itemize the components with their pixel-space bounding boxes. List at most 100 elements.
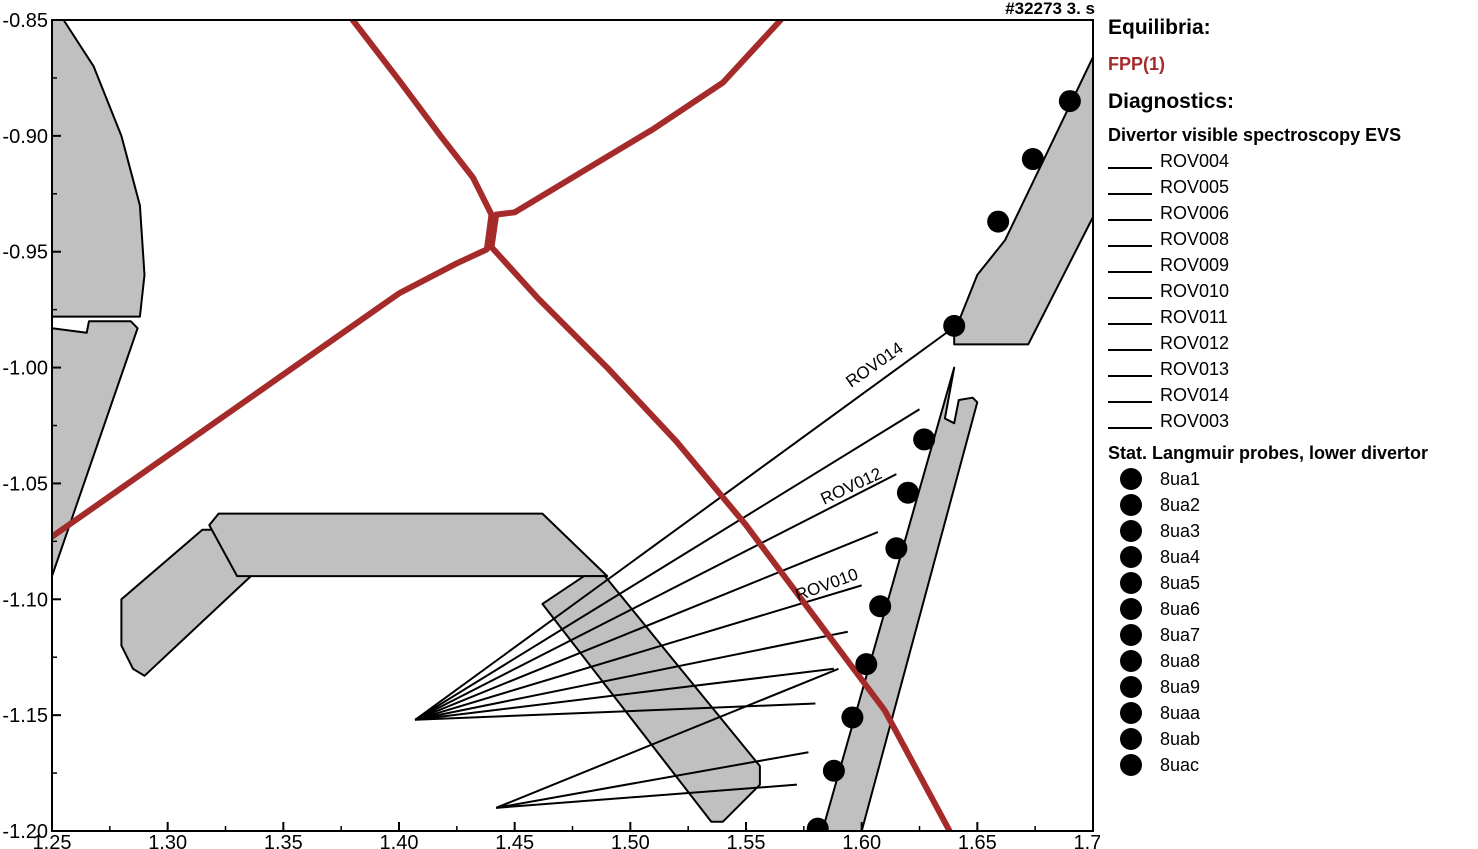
separatrix-upper-right <box>493 20 784 218</box>
los-label-rov014: ROV014 <box>842 338 906 391</box>
probe-legend-item[interactable]: 8ua8 <box>1108 648 1478 674</box>
evs-legend-item[interactable]: ROV014 <box>1108 382 1478 408</box>
line-swatch <box>1108 167 1152 169</box>
probe-8ua4[interactable] <box>943 314 966 337</box>
probe-list: 8ua1 8ua2 8ua3 8ua4 8ua5 8ua6 8ua7 8ua8 8ua9 8uaa… <box>1108 466 1478 778</box>
probe-dot-icon <box>1120 624 1142 646</box>
evs-legend-label: ROV006 <box>1160 203 1230 223</box>
evs-line-5 <box>414 584 862 721</box>
probe-legend-label: 8ua6 <box>1160 599 1201 619</box>
probe-legend-label: 8ua1 <box>1160 469 1201 489</box>
evs-legend-item[interactable]: ROV011 <box>1108 304 1478 330</box>
evs-legend-item[interactable]: ROV013 <box>1108 356 1478 382</box>
y-tick-label: -1.20 <box>2 821 48 843</box>
line-swatch <box>1108 349 1152 351</box>
evs-legend-item[interactable]: ROV006 <box>1108 200 1478 226</box>
probe-8ua3[interactable] <box>987 210 1010 233</box>
divertor-component-7 <box>821 366 979 831</box>
probe-8ua2[interactable] <box>1021 148 1044 171</box>
y-tick-label: -0.85 <box>2 10 48 32</box>
evs-legend-label: ROV008 <box>1160 229 1230 249</box>
line-swatch <box>1108 219 1152 221</box>
x-tick-label: 1.55 <box>727 832 766 849</box>
probe-8ua9[interactable] <box>855 653 878 676</box>
probe-legend-label: 8ua8 <box>1160 651 1201 671</box>
evs-legend-item[interactable]: ROV012 <box>1108 330 1478 356</box>
probe-dot-icon <box>1120 728 1142 750</box>
evs-legend-label: ROV011 <box>1160 307 1228 327</box>
probe-8ua7[interactable] <box>885 537 908 560</box>
probe-8uab[interactable] <box>822 759 845 782</box>
probe-legend-label: 8ua9 <box>1160 677 1201 697</box>
probe-legend-label: 8uab <box>1160 729 1201 749</box>
y-tick-label: -1.05 <box>2 473 48 495</box>
y-tick-label: -0.90 <box>2 126 48 148</box>
shot-label: #32273 3. s <box>1005 0 1095 18</box>
probe-dot-icon <box>1120 520 1142 542</box>
evs-legend-item[interactable]: ROV009 <box>1108 252 1478 278</box>
probe-dot-icon <box>1120 650 1142 672</box>
probes-title: Stat. Langmuir probes, lower divertor <box>1108 443 1429 463</box>
x-tick-label: 1.60 <box>842 832 881 849</box>
probe-legend-label: 8uac <box>1160 755 1200 775</box>
divertor-component-4 <box>208 512 609 578</box>
probe-dot-icon <box>1120 598 1142 620</box>
divertor-component-6 <box>953 56 1093 346</box>
evs-legend-item[interactable]: ROV003 <box>1108 408 1478 434</box>
probe-legend-label: 8ua2 <box>1160 495 1201 515</box>
evs-legend-label: ROV003 <box>1160 411 1230 431</box>
probe-dot-icon <box>1120 702 1142 724</box>
probe-8ua8[interactable] <box>869 595 892 618</box>
evs-legend-label: ROV009 <box>1160 255 1230 275</box>
y-tick-label: -0.95 <box>2 242 48 264</box>
line-swatch <box>1108 193 1152 195</box>
line-swatch <box>1108 271 1152 273</box>
separatrix-upper-left <box>52 211 495 540</box>
langmuir-probes <box>806 90 1081 840</box>
probe-legend-item[interactable]: 8ua3 <box>1108 518 1478 544</box>
probe-legend-item[interactable]: 8ua6 <box>1108 596 1478 622</box>
probe-legend-item[interactable]: 8ua7 <box>1108 622 1478 648</box>
probe-8uac[interactable] <box>806 817 829 840</box>
probe-8ua6[interactable] <box>896 481 919 504</box>
divertor-component-1 <box>52 20 146 318</box>
probe-legend-item[interactable]: 8uab <box>1108 726 1478 752</box>
line-swatch <box>1108 297 1152 299</box>
evs-line-2 <box>414 408 921 721</box>
probe-legend-item[interactable]: 8uac <box>1108 752 1478 778</box>
line-swatch <box>1108 401 1152 403</box>
y-tick-label: -1.15 <box>2 705 48 727</box>
line-swatch <box>1108 375 1152 377</box>
probe-dot-icon <box>1120 676 1142 698</box>
evs-legend-label: ROV013 <box>1160 359 1230 379</box>
evs-legend-item[interactable]: ROV008 <box>1108 226 1478 252</box>
x-tick-label: 1.35 <box>264 832 303 849</box>
probe-legend-label: 8ua3 <box>1160 521 1201 541</box>
probe-legend-item[interactable]: 8ua4 <box>1108 544 1478 570</box>
evs-line-10 <box>495 667 839 809</box>
evs-legend-item[interactable]: ROV004 <box>1108 148 1478 174</box>
axis-ticks: 1.251.301.351.401.451.501.551.601.651.70… <box>2 10 1100 849</box>
evs-line-11 <box>496 783 797 809</box>
x-tick-label: 1.45 <box>495 832 534 849</box>
probe-legend-item[interactable]: 8uaa <box>1108 700 1478 726</box>
los-label-rov010: ROV010 <box>793 565 861 605</box>
probe-8ua5[interactable] <box>913 428 936 451</box>
evs-legend-item[interactable]: ROV010 <box>1108 278 1478 304</box>
probe-legend-item[interactable]: 8ua5 <box>1108 570 1478 596</box>
probe-legend-item[interactable]: 8ua1 <box>1108 466 1478 492</box>
evs-line-1 <box>414 329 951 721</box>
probe-dot-icon <box>1120 572 1142 594</box>
evs-legend-label: ROV010 <box>1160 281 1230 301</box>
equilibrium-entry[interactable]: FPP(1) <box>1108 54 1166 74</box>
evs-lines-of-sight <box>414 329 951 809</box>
probe-legend-item[interactable]: 8ua2 <box>1108 492 1478 518</box>
evs-legend-label: ROV004 <box>1160 151 1230 171</box>
legend: Equilibria: FPP(1) Diagnostics: Divertor… <box>1108 14 1478 778</box>
probe-legend-label: 8ua5 <box>1160 573 1201 593</box>
probe-8ua1[interactable] <box>1058 90 1081 113</box>
probe-legend-item[interactable]: 8ua9 <box>1108 674 1478 700</box>
probe-8uaa[interactable] <box>841 706 864 729</box>
evs-legend-item[interactable]: ROV005 <box>1108 174 1478 200</box>
evs-legend-label: ROV014 <box>1160 385 1230 405</box>
